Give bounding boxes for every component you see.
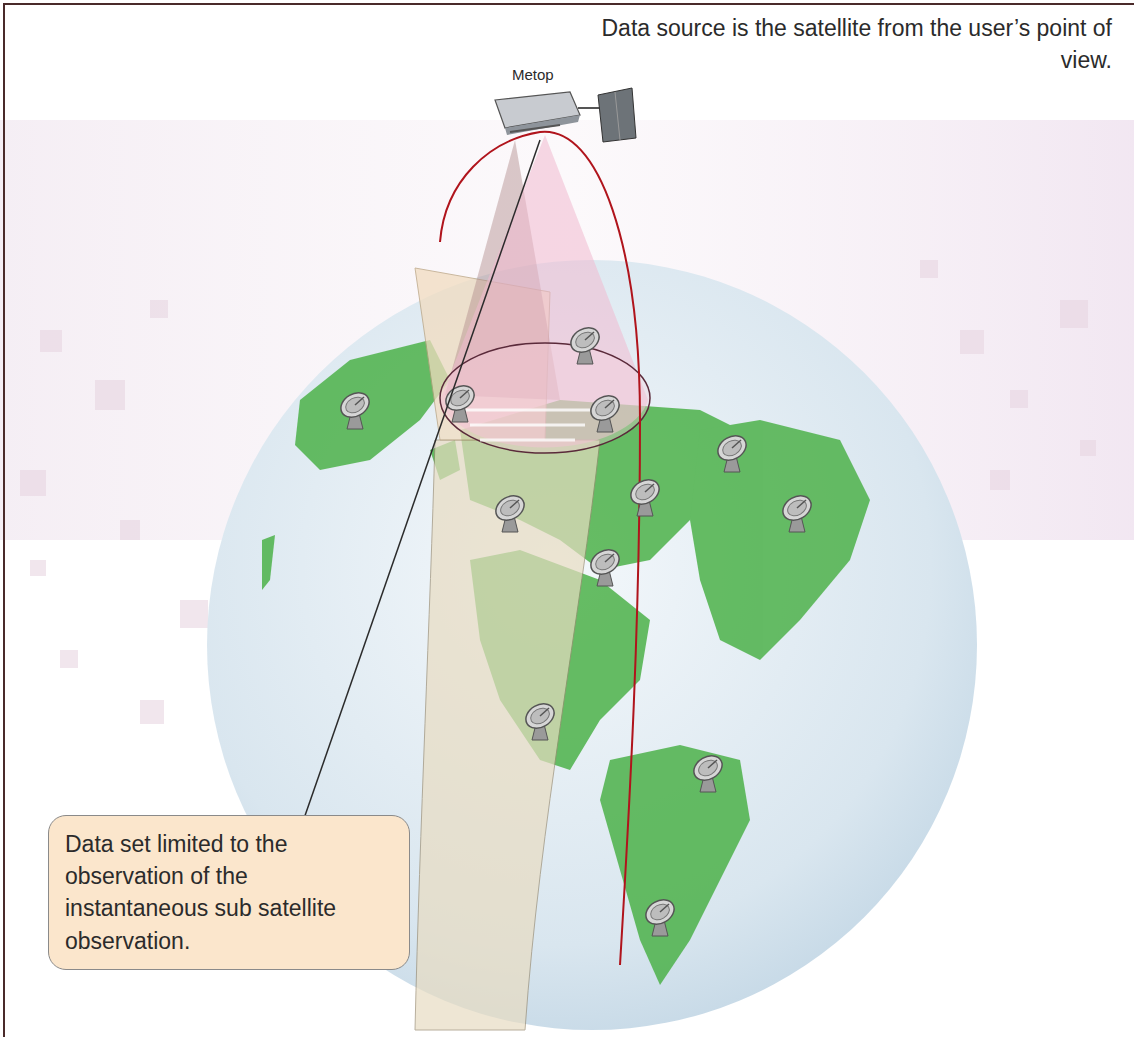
satellite-name: Metop (512, 64, 592, 85)
heading-note: Data source is the satellite from the us… (592, 12, 1112, 76)
callout-box: Data set limited to the observation of t… (48, 815, 410, 970)
callout-text: Data set limited to the observation of t… (65, 828, 393, 957)
